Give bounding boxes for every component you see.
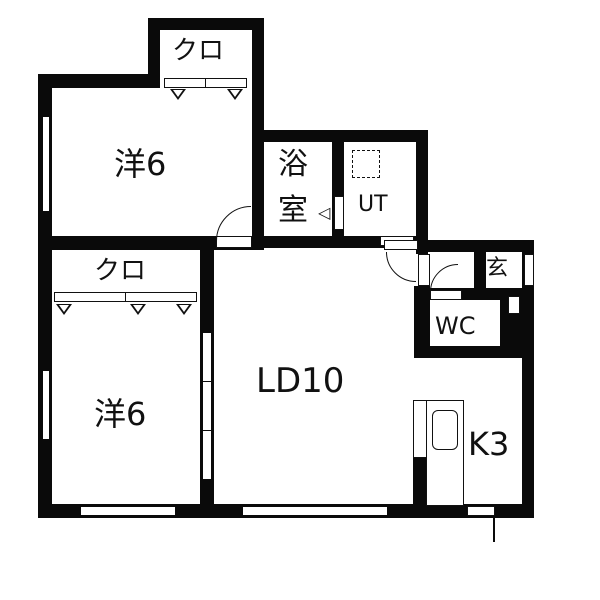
wall (493, 516, 495, 542)
wall (414, 286, 430, 358)
window (242, 506, 388, 516)
closet-marker-icon (227, 89, 243, 100)
room-label-utility: UT (358, 192, 388, 217)
closet-door[interactable] (54, 292, 126, 302)
ventilation-fan-icon (352, 150, 380, 178)
room-label-kitchen: K3 (468, 425, 510, 463)
room-label-living-dining: LD10 (256, 361, 345, 401)
wall (474, 252, 486, 290)
window (42, 370, 50, 440)
wc-door[interactable] (430, 290, 462, 300)
kitchen-door[interactable] (467, 506, 495, 516)
shoe-cabinet (508, 296, 520, 314)
closet-marker-icon (56, 304, 72, 315)
counter-edge (413, 400, 427, 458)
bath-door[interactable] (334, 196, 344, 230)
bath-door-arrow-icon: ◁ (318, 203, 331, 222)
room-label-entrance: 玄 (486, 256, 509, 281)
entry-window (524, 254, 534, 286)
room-label-western-room-south: 洋6 (94, 395, 147, 433)
closet-door[interactable] (125, 292, 197, 302)
room-label-bathroom-bottom: 室 (278, 193, 308, 228)
closet-marker-icon (170, 89, 186, 100)
room-label-bathroom-top: 浴 (278, 147, 308, 182)
sliding-door[interactable] (202, 430, 212, 480)
wall (38, 74, 160, 88)
room-label-toilet: WC (435, 312, 476, 340)
window (42, 116, 50, 212)
wall (38, 236, 264, 250)
closet-door[interactable] (164, 78, 206, 88)
sliding-door[interactable] (202, 381, 212, 431)
wall (148, 18, 264, 30)
entry-window (418, 254, 430, 286)
sink-icon (432, 410, 458, 450)
wall (416, 130, 428, 254)
wall (148, 18, 160, 88)
room-label-western-room-north: 洋6 (114, 145, 167, 183)
wall (413, 458, 427, 508)
entry-door-left[interactable] (384, 240, 418, 250)
window (80, 506, 176, 516)
sliding-door[interactable] (202, 332, 212, 382)
wall (252, 130, 428, 142)
room-label-closet-south: クロ (94, 256, 147, 286)
room-label-closet-north: クロ (172, 36, 225, 66)
wall (416, 240, 534, 252)
closet-marker-icon (130, 304, 146, 315)
closet-marker-icon (176, 304, 192, 315)
closet-door[interactable] (205, 78, 247, 88)
